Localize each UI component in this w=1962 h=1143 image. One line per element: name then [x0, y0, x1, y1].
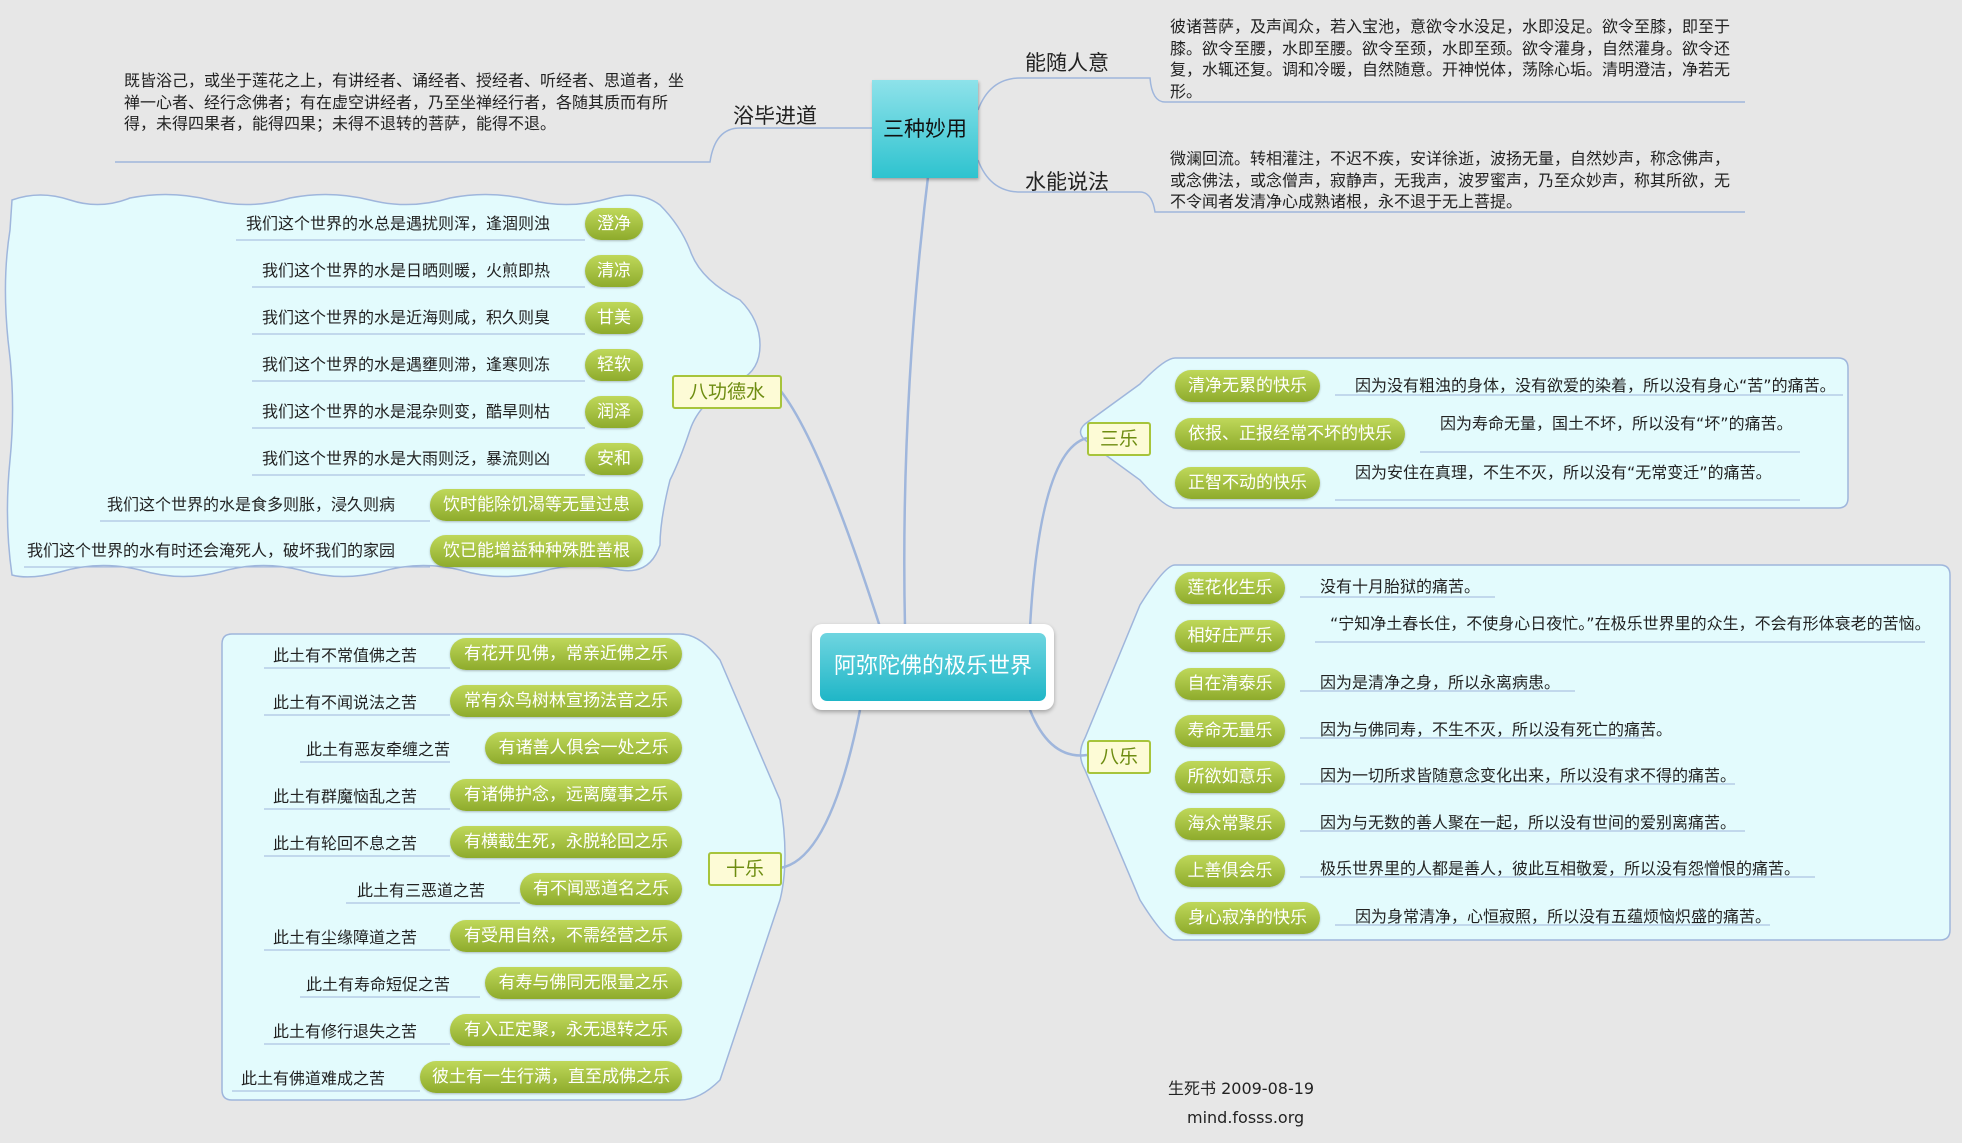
bagong-leaf-7: 我们这个世界的水是食多则胀，浸久则病: [106, 495, 395, 514]
miaoyong-branch-2-text: 彼诸菩萨，及声闻众，若入宝池，意欲令水没足，水即没足。欲令至膝，即至于膝。欲令至…: [1170, 17, 1731, 101]
shile-pill-8[interactable]: 有寿与佛同无限量之乐: [485, 967, 682, 999]
shile-leaf-9: 此土有修行退失之苦: [272, 1022, 417, 1041]
bagong-pill-1[interactable]: 澄净: [585, 208, 643, 240]
footer-title-date: 生死书 2009-08-19: [1168, 1079, 1315, 1098]
sanle-pill-2[interactable]: 依报、正报经常不坏的快乐: [1175, 418, 1405, 450]
miaoyong-branch-3-label[interactable]: 水能说法: [1025, 170, 1109, 194]
bagong-pill-8[interactable]: 饮已能增益种种殊胜善根: [430, 535, 643, 567]
sanle-topic[interactable]: 三乐: [1087, 422, 1151, 456]
bagong-pill-5[interactable]: 润泽: [585, 396, 643, 428]
shile-pill-3[interactable]: 有诸善人俱会一处之乐: [485, 732, 682, 764]
bale-pill-1[interactable]: 莲花化生乐: [1175, 572, 1285, 604]
bagong-leaf-3: 我们这个世界的水是近海则咸，积久则臭: [261, 308, 550, 327]
footer-site: mind.fosss.org: [1187, 1108, 1305, 1127]
link-center-shile: [779, 709, 862, 870]
shile-pill-1[interactable]: 有花开见佛，常亲近佛之乐: [450, 638, 682, 670]
miaoyong-branch-2-label[interactable]: 能随人意: [1025, 51, 1109, 75]
sanle-leaf-2: 因为寿命无量，国土不坏，所以没有“坏”的痛苦。: [1440, 414, 1793, 433]
shile-leaf-4: 此土有群魔恼乱之苦: [272, 787, 417, 806]
bale-pill-2[interactable]: 相好庄严乐: [1175, 620, 1285, 652]
central-topic-label: 阿弥陀佛的极乐世界: [820, 633, 1046, 701]
bagong-leaf-6: 我们这个世界的水是大雨则泛，暴流则凶: [261, 449, 550, 468]
shile-leaf-7: 此土有尘缘障道之苦: [272, 928, 417, 947]
miaoyong-branch-3-text: 微澜回流。转相灌注，不迟不疾，安详徐逝，波扬无量，自然妙声，称念佛声，或念佛法，…: [1170, 149, 1731, 211]
shile-leaf-10: 此土有佛道难成之苦: [240, 1069, 385, 1088]
bale-pill-7[interactable]: 上善俱会乐: [1175, 855, 1285, 887]
bale-pill-3[interactable]: 自在清泰乐: [1175, 668, 1285, 700]
bagong-leaf-4: 我们这个世界的水是遇壅则滞，逢寒则冻: [261, 355, 550, 374]
sanle-pill-3[interactable]: 正智不动的快乐: [1175, 467, 1320, 499]
shile-pill-7[interactable]: 有受用自然，不需经营之乐: [450, 920, 682, 952]
shile-leaf-6: 此土有三恶道之苦: [356, 881, 485, 900]
shile-pill-4[interactable]: 有诸佛护念，远离魔事之乐: [450, 779, 682, 811]
bale-pill-5[interactable]: 所欲如意乐: [1175, 761, 1285, 793]
bagong-leaf-2: 我们这个世界的水是日晒则暖，火煎即热: [261, 261, 550, 280]
link-center-bagong: [779, 389, 882, 628]
bale-pill-6[interactable]: 海众常聚乐: [1175, 808, 1285, 840]
miaoyong-branch-1-text: 既皆浴己，或坐于莲花之上，有讲经者、诵经者、授经者、听经者、思道者，坐禅一心者、…: [124, 71, 685, 133]
miaoyong-topic[interactable]: 三种妙用: [872, 80, 978, 178]
bagong-group-bg: [4, 193, 761, 578]
bale-leaf-1: 没有十月胎狱的痛苦。: [1320, 577, 1481, 596]
shile-pill-9[interactable]: 有入正定聚，永无退转之乐: [450, 1014, 682, 1046]
bagong-pill-2[interactable]: 清凉: [585, 255, 643, 287]
bale-group-bg: [1079, 564, 1951, 941]
shile-pill-5[interactable]: 有横截生死，永脱轮回之乐: [450, 826, 682, 858]
bale-topic[interactable]: 八乐: [1087, 740, 1151, 774]
sanle-leaf-3: 因为安住在真理，不生不灭，所以没有“无常变迁”的痛苦。: [1355, 463, 1772, 482]
central-topic[interactable]: 阿弥陀佛的极乐世界: [812, 624, 1054, 710]
shile-topic[interactable]: 十乐: [708, 852, 782, 886]
bale-leaf-4: 因为与佛同寿，不生不灭，所以没有死亡的痛苦。: [1320, 720, 1673, 739]
bale-leaf-6: 因为与无数的善人聚在一起，所以没有世间的爱别离痛苦。: [1320, 813, 1737, 832]
shile-leaf-3: 此土有恶友牵缠之苦: [305, 740, 450, 759]
sanle-pill-1[interactable]: 清净无累的快乐: [1175, 370, 1320, 402]
bagong-pill-4[interactable]: 轻软: [585, 349, 643, 381]
shile-leaf-8: 此土有寿命短促之苦: [305, 975, 450, 994]
shile-pill-10[interactable]: 彼土有一生行满，直至成佛之乐: [420, 1061, 682, 1093]
shile-pill-2[interactable]: 常有众鸟树林宣扬法音之乐: [450, 685, 682, 717]
bagong-leaf-8: 我们这个世界的水有时还会淹死人，破坏我们的家园: [26, 541, 395, 560]
sanle-leaf-1: 因为没有粗浊的身体，没有欲爱的染着，所以没有身心“苦”的痛苦。: [1355, 376, 1836, 395]
link-center-bale: [1028, 709, 1088, 757]
bagong-leaf-5: 我们这个世界的水是混杂则变，酷旱则枯: [261, 402, 550, 421]
link-center-miaoyong: [903, 159, 932, 628]
shile-leaf-2: 此土有不闻说法之苦: [272, 693, 417, 712]
miaoyong-branch-1-label[interactable]: 浴毕进道: [733, 104, 817, 128]
bale-leaf-7: 极乐世界里的人都是善人，彼此互相敬爱，所以没有怨憎恨的痛苦。: [1320, 859, 1801, 878]
shile-pill-6[interactable]: 有不闻恶道名之乐: [520, 873, 682, 905]
bagong-topic[interactable]: 八功德水: [672, 375, 782, 409]
shile-leaf-5: 此土有轮回不息之苦: [272, 834, 417, 853]
bagong-leaf-1: 我们这个世界的水总是遇扰则浑，逢涸则浊: [245, 214, 550, 233]
shile-leaf-1: 此土有不常值佛之苦: [272, 646, 417, 665]
bale-pill-8[interactable]: 身心寂净的快乐: [1175, 902, 1320, 934]
bagong-pill-7[interactable]: 饮时能除饥渴等无量过患: [430, 489, 643, 521]
bale-pill-4[interactable]: 寿命无量乐: [1175, 715, 1285, 747]
bale-leaf-5: 因为一切所求皆随意念变化出来，所以没有求不得的痛苦。: [1320, 766, 1737, 785]
link-center-sanle: [1028, 436, 1088, 628]
bale-leaf-8: 因为身常清净，心恒寂照，所以没有五蕴烦恼炽盛的痛苦。: [1355, 907, 1772, 926]
bagong-pill-6[interactable]: 安和: [585, 443, 643, 475]
bale-leaf-2: “宁知净土春长住，不使身心日夜忙。”在极乐世界里的众生，不会有形体衰老的苦恼。: [1330, 614, 1931, 633]
bagong-pill-3[interactable]: 甘美: [585, 302, 643, 334]
bale-leaf-3: 因为是清净之身，所以永离病患。: [1320, 673, 1561, 692]
